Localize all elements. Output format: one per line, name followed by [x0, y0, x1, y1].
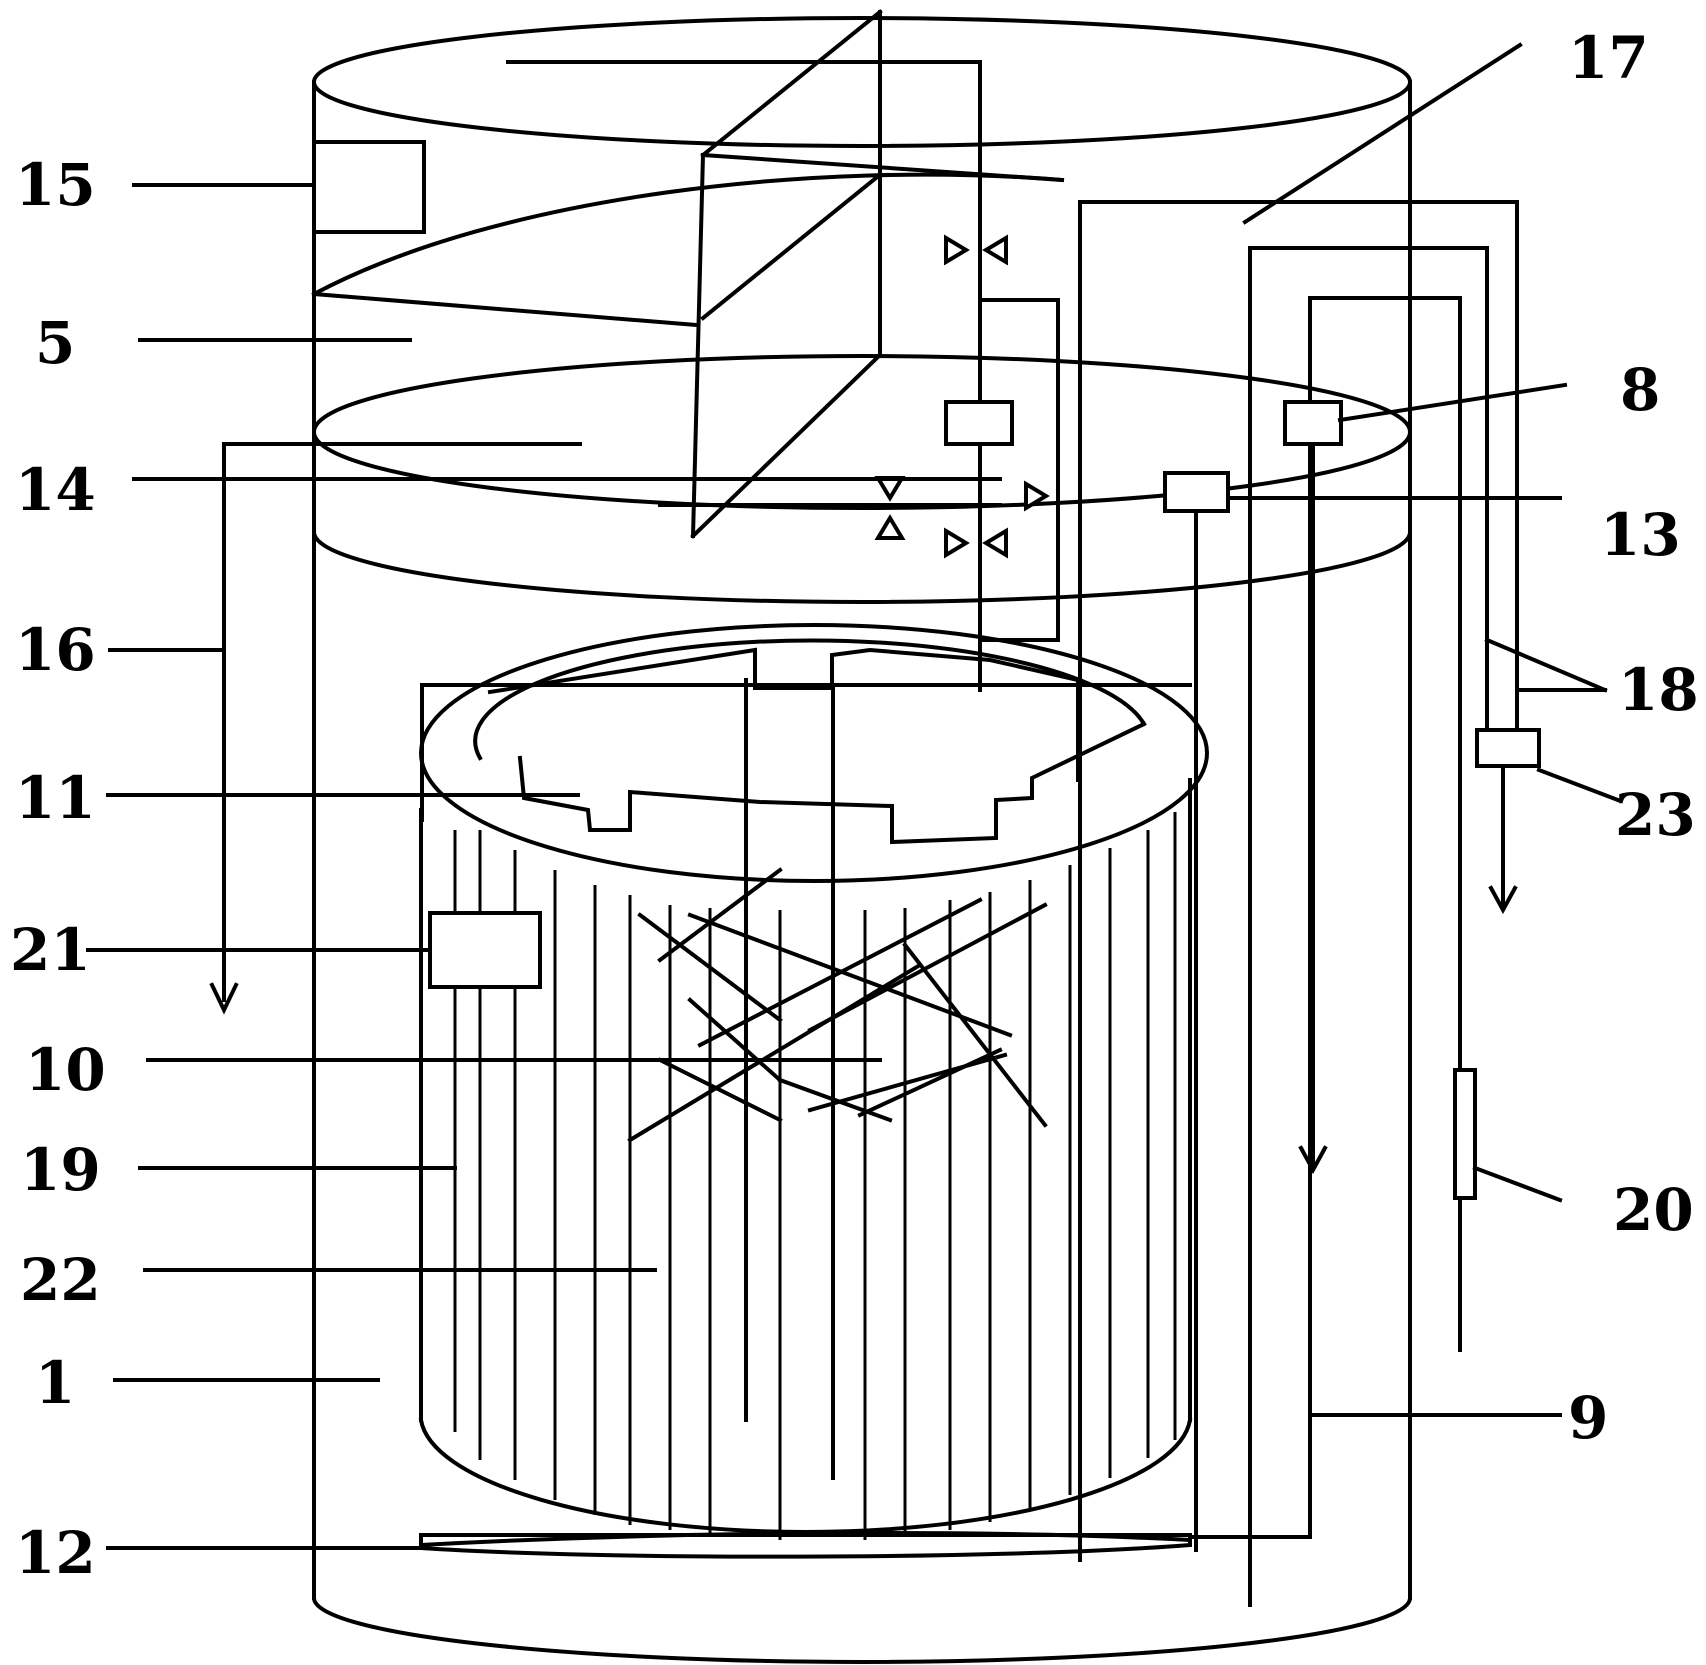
label-5: 5 [35, 309, 75, 377]
paddle [627, 962, 923, 1143]
inclined-plate-structure [690, 9, 1065, 539]
callout-labels: 15 5 14 16 11 21 10 19 22 1 12 17 8 13 1… [10, 24, 1699, 1587]
bypass-pipe [978, 298, 1060, 642]
outlet-pipe [222, 442, 582, 1002]
arrow-down-icon [1488, 885, 1518, 915]
inner-reactor [418, 623, 1209, 1540]
paddle [687, 997, 783, 1083]
upper-tank-top [311, 172, 1065, 297]
label-14: 14 [15, 456, 96, 524]
label-9: 9 [1568, 1384, 1608, 1452]
label-1: 1 [35, 1349, 75, 1417]
tank-divider [311, 291, 699, 328]
paddle [657, 867, 783, 963]
leader-18a [1484, 637, 1608, 693]
pipe-16 [209, 442, 582, 1015]
top-notch-profile [517, 721, 1147, 845]
packing-bars [453, 812, 1177, 1540]
paddle [697, 897, 983, 1048]
prism-edge [700, 152, 1065, 183]
pipe-return [1308, 296, 1462, 1539]
upper-tank [311, 172, 1413, 604]
feed-pipe [420, 683, 1192, 822]
stirrer-paddles [627, 867, 1048, 1143]
label-17: 17 [1568, 24, 1649, 92]
component-21-box [428, 911, 542, 989]
label-23: 23 [1615, 781, 1696, 849]
right-pipe-system [1078, 200, 1541, 1607]
outer-vessel [311, 16, 1413, 1664]
leader-23 [1536, 767, 1621, 803]
label-13: 13 [1600, 501, 1681, 569]
valve-icon [944, 527, 1008, 559]
label-21: 21 [10, 916, 91, 984]
paddle [807, 1052, 1008, 1113]
outer-vessel-top-rim [312, 16, 1412, 148]
label-11: 11 [15, 764, 96, 832]
label-20: 20 [1613, 1176, 1694, 1244]
label-22: 22 [20, 1246, 101, 1314]
leader-lines [86, 42, 1621, 1550]
paddle [687, 912, 1013, 1038]
reactor-top-rim [419, 623, 1209, 883]
component-8-box [1283, 400, 1343, 446]
upper-tank-lower-rim [311, 529, 1413, 604]
inlet-branch [487, 647, 1080, 782]
distributor-plate [419, 1533, 1192, 1559]
paddle [777, 1077, 893, 1123]
reactor-bottom [418, 1417, 1193, 1534]
paddle [857, 1047, 1003, 1118]
paddle [637, 912, 783, 1023]
upper-tank-bottom-rim [312, 354, 1412, 510]
prism-edge [690, 152, 706, 539]
component-13-box [1163, 471, 1230, 513]
inlet-pipe [506, 60, 982, 404]
arrow-down-icon [209, 982, 239, 1015]
paddle [657, 1057, 783, 1123]
outer-vessel-bottom [311, 1595, 1413, 1664]
leader-17 [1242, 42, 1523, 225]
pipe-17 [1078, 200, 1519, 1562]
flow-meter-box [944, 400, 1014, 446]
prism-edge [700, 175, 879, 321]
label-19: 19 [20, 1136, 101, 1204]
paddle [902, 942, 1048, 1128]
inlet-pipe-system [132, 60, 1060, 692]
label-10: 10 [25, 1036, 106, 1104]
label-12: 12 [15, 1519, 96, 1587]
reactor-inner-top [473, 638, 1147, 761]
pipe-18-outer [1248, 246, 1489, 1607]
leader-20 [1472, 1165, 1563, 1203]
label-8: 8 [1620, 356, 1660, 424]
label-18: 18 [1618, 656, 1699, 724]
component-20-sensor [1453, 1068, 1477, 1200]
valve-icon [944, 234, 1008, 266]
valve-icon [1024, 480, 1050, 512]
arrow-down-icon [1298, 1145, 1328, 1175]
label-16: 16 [15, 616, 96, 684]
distributor-inner [418, 1531, 1193, 1548]
component-23-box [1475, 728, 1541, 768]
component-15-box [312, 140, 426, 234]
prism-edge [700, 9, 883, 158]
label-15: 15 [15, 151, 96, 219]
paddle [807, 902, 1048, 1033]
leader-8 [1337, 382, 1568, 423]
bottom-distributor [418, 1531, 1193, 1559]
